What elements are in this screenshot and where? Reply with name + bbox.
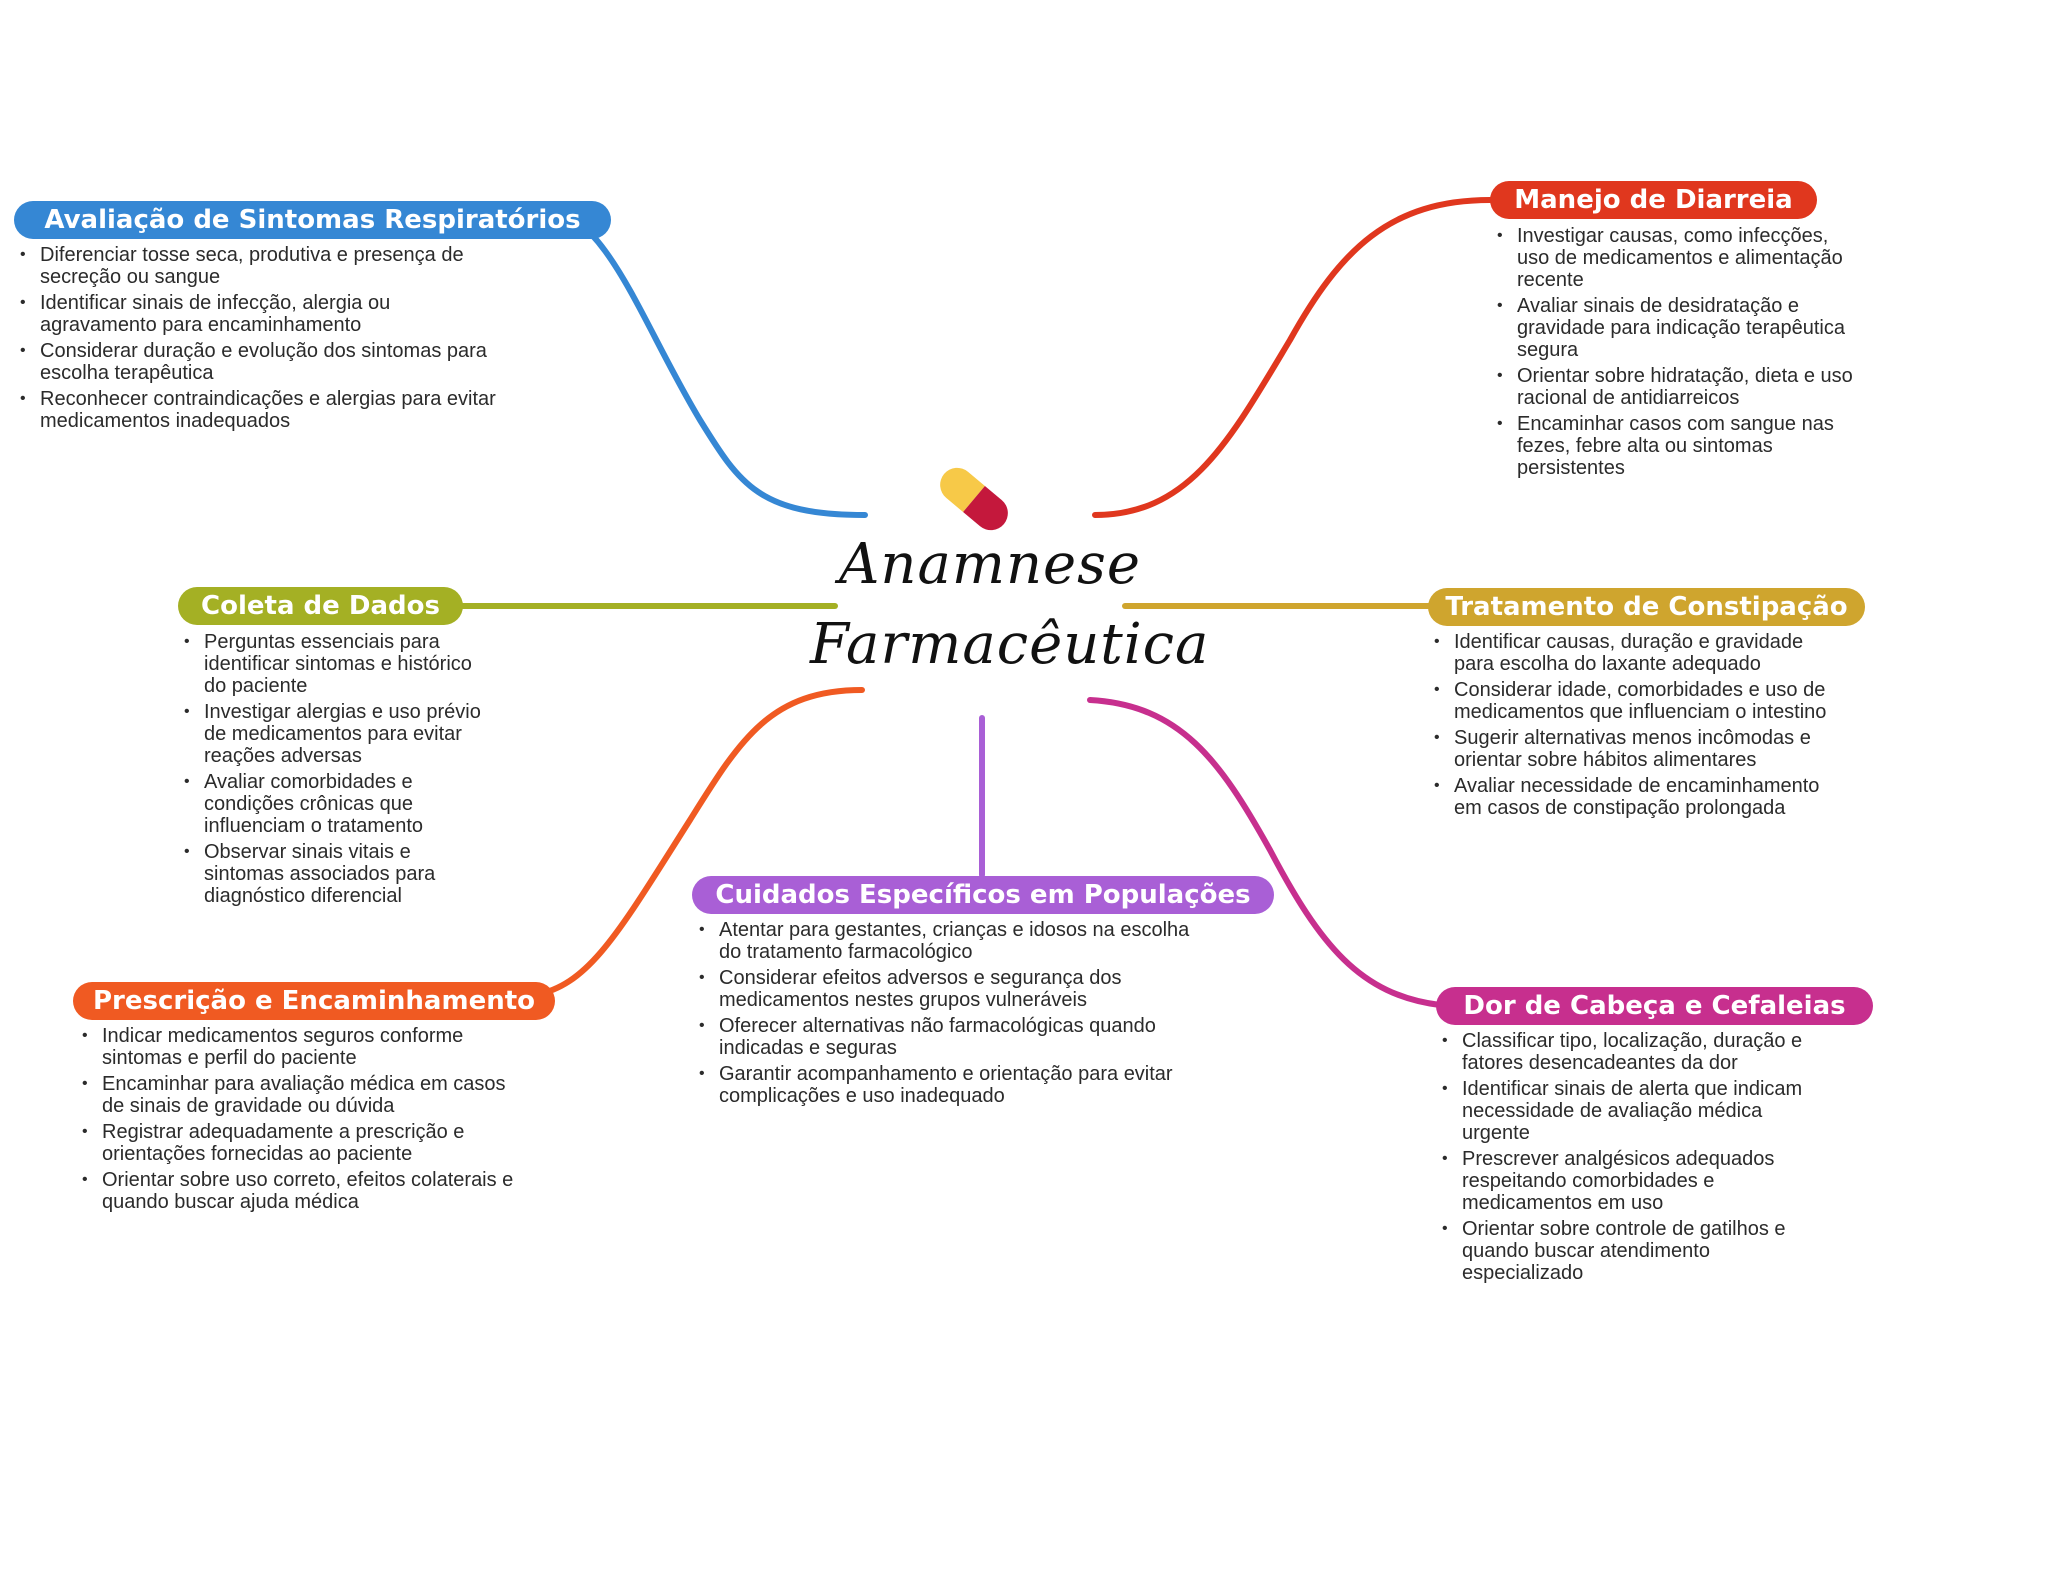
list-item: Diferenciar tosse seca, produtiva e pres… bbox=[18, 244, 508, 288]
list-item: Investigar causas, como infecções, uso d… bbox=[1495, 225, 1855, 291]
list-item: Observar sinais vitais e sintomas associ… bbox=[182, 841, 482, 907]
list-item: Registrar adequadamente a prescrição e o… bbox=[80, 1121, 520, 1165]
branch-title-populacoes[interactable]: Cuidados Específicos em Populações bbox=[692, 876, 1274, 914]
list-item: Perguntas essenciais para identificar si… bbox=[182, 631, 482, 697]
list-item: Orientar sobre controle de gatilhos e qu… bbox=[1440, 1218, 1830, 1284]
connector-prescricao bbox=[532, 687, 865, 998]
list-item: Indicar medicamentos seguros conforme si… bbox=[80, 1025, 520, 1069]
list-item: Avaliar comorbidades e condições crônica… bbox=[182, 771, 482, 837]
central-topic-line-1: Anamnese bbox=[838, 532, 1142, 597]
list-item: Sugerir alternativas menos incômodas e o… bbox=[1432, 727, 1832, 771]
list-item: Encaminhar para avaliação médica em caso… bbox=[80, 1073, 520, 1117]
list-item: Identificar causas, duração e gravidade … bbox=[1432, 631, 1832, 675]
branch-list-cefaleia: Classificar tipo, localização, duração e… bbox=[1440, 1030, 1830, 1288]
connector-diarreia bbox=[1092, 197, 1493, 518]
pill-capsule-icon bbox=[940, 467, 1008, 531]
list-item: Identificar sinais de alerta que indicam… bbox=[1440, 1078, 1830, 1144]
list-item: Considerar duração e evolução dos sintom… bbox=[18, 340, 508, 384]
list-item: Prescrever analgésicos adequados respeit… bbox=[1440, 1148, 1830, 1214]
branch-list-diarreia: Investigar causas, como infecções, uso d… bbox=[1495, 225, 1855, 483]
list-item: Atentar para gestantes, crianças e idoso… bbox=[697, 919, 1207, 963]
list-item: Considerar efeitos adversos e segurança … bbox=[697, 967, 1207, 1011]
branch-list-prescricao: Indicar medicamentos seguros conforme si… bbox=[80, 1025, 520, 1217]
list-item: Avaliar necessidade de encaminhamento em… bbox=[1432, 775, 1832, 819]
list-item: Orientar sobre hidratação, dieta e uso r… bbox=[1495, 365, 1855, 409]
list-item: Orientar sobre uso correto, efeitos cola… bbox=[80, 1169, 520, 1213]
branch-title-respiratorios[interactable]: Avaliação de Sintomas Respiratórios bbox=[14, 201, 611, 239]
branch-title-diarreia[interactable]: Manejo de Diarreia bbox=[1490, 181, 1817, 219]
list-item: Investigar alergias e uso prévio de medi… bbox=[182, 701, 482, 767]
central-topic: Anamnese Farmacêutica bbox=[810, 525, 1210, 685]
branch-list-coleta: Perguntas essenciais para identificar si… bbox=[182, 631, 482, 911]
branch-title-prescricao[interactable]: Prescrição e Encaminhamento bbox=[73, 982, 555, 1020]
branch-list-populacoes: Atentar para gestantes, crianças e idoso… bbox=[697, 919, 1207, 1111]
branch-title-constipacao[interactable]: Tratamento de Constipação bbox=[1428, 588, 1865, 626]
connector-cefaleia bbox=[1087, 697, 1443, 1008]
list-item: Identificar sinais de infecção, alergia … bbox=[18, 292, 508, 336]
list-item: Oferecer alternativas não farmacológicas… bbox=[697, 1015, 1207, 1059]
list-item: Considerar idade, comorbidades e uso de … bbox=[1432, 679, 1832, 723]
central-topic-line-2: Farmacêutica bbox=[810, 612, 1210, 677]
branch-list-respiratorios: Diferenciar tosse seca, produtiva e pres… bbox=[18, 244, 508, 436]
list-item: Reconhecer contraindicações e alergias p… bbox=[18, 388, 508, 432]
list-item: Classificar tipo, localização, duração e… bbox=[1440, 1030, 1830, 1074]
branch-title-cefaleia[interactable]: Dor de Cabeça e Cefaleias bbox=[1436, 987, 1873, 1025]
branch-list-constipacao: Identificar causas, duração e gravidade … bbox=[1432, 631, 1832, 823]
list-item: Avaliar sinais de desidratação e gravida… bbox=[1495, 295, 1855, 361]
list-item: Encaminhar casos com sangue nas fezes, f… bbox=[1495, 413, 1855, 479]
connector-respiratorios bbox=[542, 202, 868, 518]
list-item: Garantir acompanhamento e orientação par… bbox=[697, 1063, 1207, 1107]
branch-title-coleta[interactable]: Coleta de Dados bbox=[178, 587, 463, 625]
